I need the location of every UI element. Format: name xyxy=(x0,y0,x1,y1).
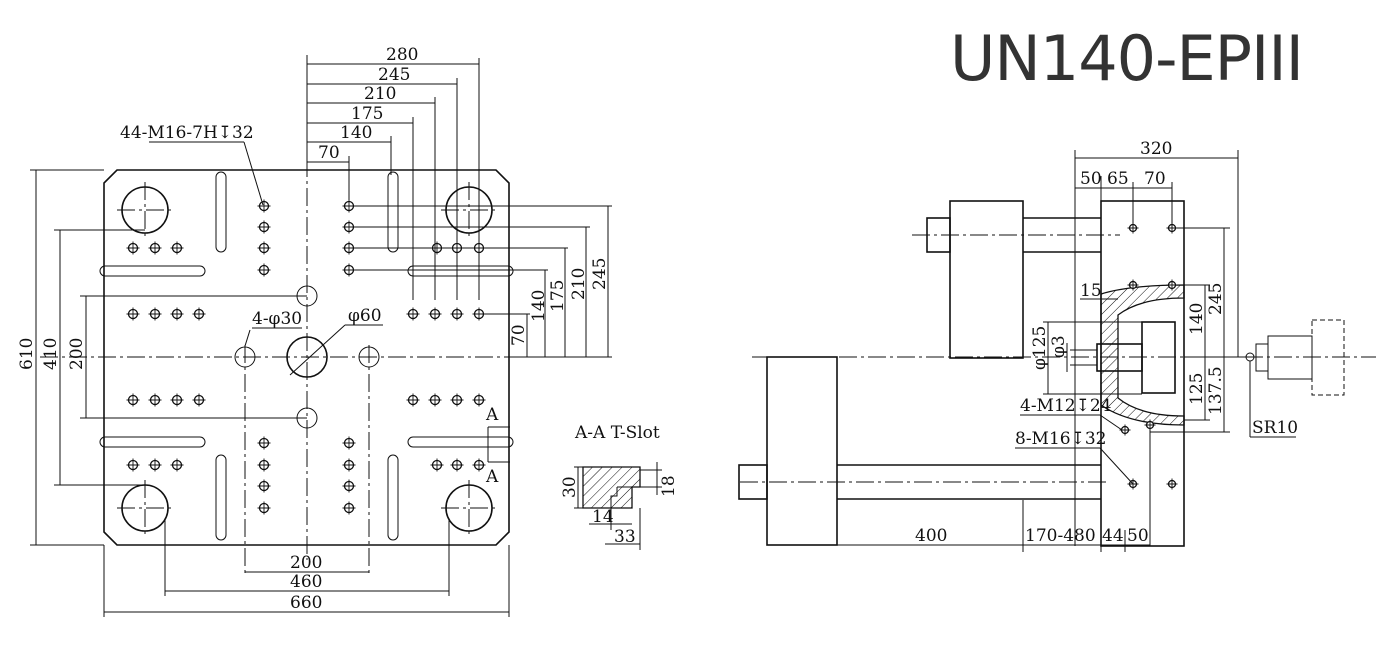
dim-70s: 70 xyxy=(1144,169,1166,189)
dim-b200: 200 xyxy=(290,553,322,573)
dim-410: 410 xyxy=(41,338,61,370)
cylinder-body xyxy=(949,200,1024,359)
dim-610: 610 xyxy=(17,338,37,370)
dim-18: 18 xyxy=(659,475,679,497)
dim-v245: 245 xyxy=(590,258,610,290)
carriage-body xyxy=(766,356,838,546)
dim-b460: 460 xyxy=(290,572,322,592)
note-m12: 4-M12↧24 xyxy=(1020,396,1111,416)
t-slot-section: A-A T-Slot 30 18 14 33 xyxy=(560,423,679,550)
section-mark-top: A xyxy=(485,405,499,425)
dim-s245: 245 xyxy=(1206,283,1226,315)
model-title: UN140-EPIII xyxy=(950,22,1303,95)
dim-50: 50 xyxy=(1080,169,1102,189)
dim-140: 140 xyxy=(340,123,372,143)
dim-170-480: 170-480 xyxy=(1025,526,1096,546)
dim-v175: 175 xyxy=(548,280,568,312)
tie-bar-hole xyxy=(121,186,169,234)
tie-bar-hole xyxy=(445,484,493,532)
note-m16: 8-M16↧32 xyxy=(1015,429,1106,449)
dim-175: 175 xyxy=(351,104,383,124)
dim-65: 65 xyxy=(1107,169,1129,189)
dim-33: 33 xyxy=(614,527,636,547)
side-holes xyxy=(1119,222,1178,490)
tapped-holes xyxy=(126,199,486,515)
center-hole xyxy=(286,336,328,378)
dim-70: 70 xyxy=(318,143,340,163)
dim-320: 320 xyxy=(1140,139,1172,159)
dim-phi125: φ125 xyxy=(1030,326,1050,370)
locating-hole xyxy=(234,346,256,368)
dim-s1375: 137.5 xyxy=(1206,366,1226,415)
dim-s125: 125 xyxy=(1187,373,1207,405)
dim-50b: 50 xyxy=(1127,526,1149,546)
section-mark-bottom: A xyxy=(485,467,499,487)
tap-note: 44-M16-7H↧32 xyxy=(120,123,254,143)
dim-v140: 140 xyxy=(529,290,549,322)
locating-hole xyxy=(358,346,380,368)
dim-b660: 660 xyxy=(290,593,322,613)
platen-outline xyxy=(103,169,510,546)
dim-15: 15 xyxy=(1080,281,1102,301)
dim-400: 400 xyxy=(915,526,947,546)
label-4-phi30: 4-φ30 xyxy=(252,309,302,329)
dim-phi3: φ3 xyxy=(1049,335,1069,358)
tie-bar-hole xyxy=(445,186,493,234)
dim-v70: 70 xyxy=(509,324,529,346)
label-phi60: φ60 xyxy=(348,306,382,326)
section-title: A-A T-Slot xyxy=(574,423,660,443)
front-view: 280 245 210 175 140 70 44-M16-7H↧32 70 1… xyxy=(17,45,612,617)
dim-14: 14 xyxy=(592,507,614,527)
dim-s140: 140 xyxy=(1187,303,1207,335)
dim-v210: 210 xyxy=(569,268,589,300)
dim-200: 200 xyxy=(67,338,87,370)
dim-44: 44 xyxy=(1102,526,1124,546)
dim-245: 245 xyxy=(378,65,410,85)
label-sr10: SR10 xyxy=(1252,418,1298,438)
dim-30: 30 xyxy=(560,476,580,498)
dim-280: 280 xyxy=(386,45,418,65)
dim-210: 210 xyxy=(364,84,396,104)
side-view: 320 50 65 70 245 140 125 137.5 15 φ125 φ… xyxy=(738,139,1376,552)
